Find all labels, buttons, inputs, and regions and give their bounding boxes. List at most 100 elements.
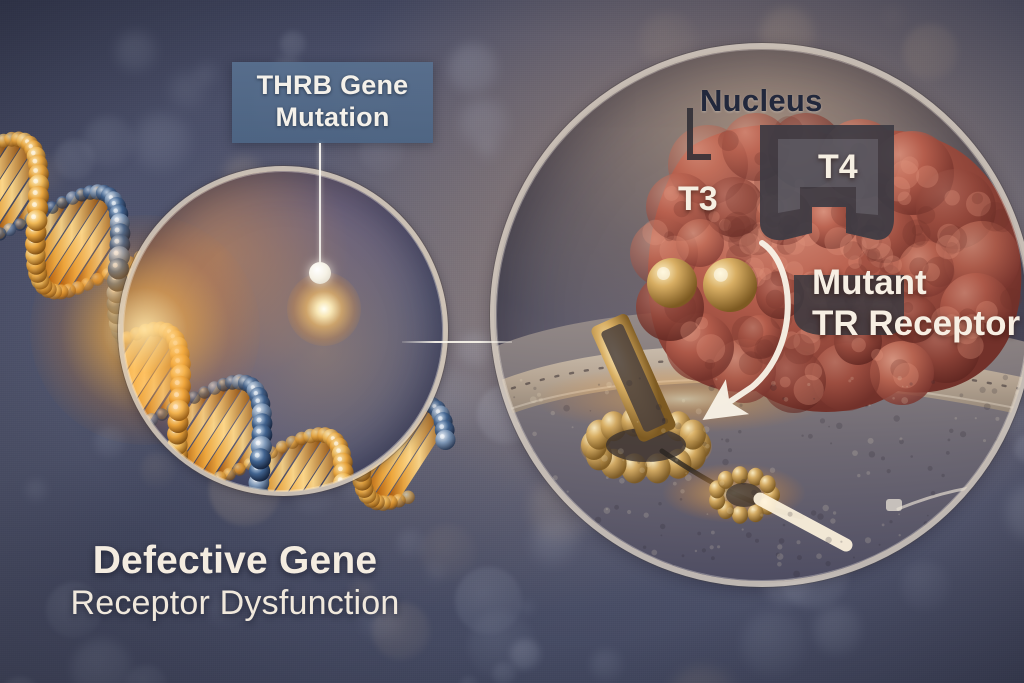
texture-speck (899, 439, 904, 445)
receptor-granule (765, 289, 785, 309)
dna-bead-highlight (112, 262, 118, 268)
texture-speck (909, 382, 913, 386)
dna-base-pair (361, 398, 433, 501)
dna-bead-highlight (111, 201, 116, 206)
texture-speck (983, 403, 991, 410)
receptor-granule (937, 223, 961, 247)
texture-speck (585, 569, 588, 572)
receptor-granule (955, 321, 979, 345)
texture-speck (755, 538, 759, 543)
texture-speck (722, 458, 729, 466)
receptor-granule (719, 218, 732, 231)
texture-speck (793, 570, 800, 578)
texture-speck (947, 438, 951, 442)
receptor-granule (759, 267, 772, 281)
receptor-granule (793, 374, 824, 405)
receptor-granule (718, 216, 745, 243)
texture-speck (523, 481, 529, 487)
receptor-granule (923, 256, 955, 288)
texture-speck (866, 471, 871, 475)
dna-base-pair (306, 366, 368, 455)
dna-base-pair (281, 345, 353, 450)
receptor-granule (680, 321, 701, 342)
dna-backbone-bead (249, 448, 271, 470)
receptor-granule (868, 243, 894, 268)
dna-backbone-bead (233, 462, 246, 476)
texture-speck (501, 395, 507, 401)
receptor-granule (938, 225, 968, 254)
texture-speck (770, 384, 777, 391)
texture-speck (548, 529, 551, 533)
hormone-sphere (647, 258, 697, 308)
ligand-binding-pockets (760, 125, 904, 335)
texture-speck (617, 448, 624, 455)
dna-bead-highlight (439, 424, 445, 430)
pore-rod (591, 314, 676, 442)
texture-speck (810, 510, 817, 516)
texture-speck (662, 418, 666, 421)
texture-speck (931, 380, 935, 384)
texture-speck (979, 386, 986, 393)
texture-speck (715, 378, 718, 381)
t3-binding-pocket (794, 275, 904, 335)
texture-speck (721, 438, 724, 441)
texture-speck (857, 473, 861, 478)
texture-speck (897, 546, 904, 552)
texture-speck (501, 542, 505, 545)
receptor-granule (659, 235, 689, 265)
texture-speck (906, 385, 908, 388)
dna-bead-highlight (357, 407, 363, 413)
texture-speck (739, 403, 743, 407)
texture-speck (639, 569, 643, 573)
texture-speck (825, 561, 831, 567)
texture-speck (970, 490, 976, 496)
texture-speck (893, 415, 900, 422)
receptor-granule (727, 215, 759, 247)
dna-backbone-bead (299, 354, 312, 368)
receptor-lobe (806, 197, 858, 249)
texture-speck (703, 426, 710, 433)
texture-speck (725, 438, 730, 443)
texture-speck (706, 513, 709, 515)
receptor-lobe (738, 315, 782, 359)
texture-speck (603, 507, 611, 514)
texture-speck (655, 404, 662, 410)
texture-speck (503, 513, 506, 516)
texture-speck (778, 538, 785, 544)
texture-speck (959, 393, 964, 398)
texture-speck (498, 560, 504, 566)
texture-speck (892, 397, 895, 400)
texture-speck (996, 442, 1002, 448)
texture-speck (679, 498, 683, 501)
dna-bead-highlight (195, 266, 201, 272)
dna-bead-highlight (194, 311, 200, 316)
receptor-granule (843, 241, 863, 260)
dna-bead-highlight (114, 227, 120, 233)
texture-speck (741, 528, 744, 531)
dna-base-pair (0, 133, 25, 179)
dna-base-pair (371, 403, 443, 508)
texture-speck (840, 540, 843, 543)
receptor-granule (695, 316, 708, 330)
receptor-granule (782, 331, 801, 350)
texture-speck (848, 379, 852, 383)
texture-speck (532, 488, 535, 491)
texture-speck (867, 437, 874, 444)
hormone-sphere-highlight (657, 267, 670, 280)
dna-bead-highlight (31, 150, 36, 156)
receptor-granule (779, 376, 791, 388)
texture-speck (960, 431, 967, 438)
texture-speck (532, 431, 537, 437)
texture-speck (801, 434, 804, 437)
texture-speck (636, 421, 639, 423)
texture-speck (752, 505, 758, 512)
texture-speck (945, 451, 950, 455)
callout-line-2: Mutation (275, 101, 390, 132)
dna-bead-highlight (33, 168, 39, 173)
texture-speck (822, 504, 829, 512)
dna-backbone-bead (376, 409, 390, 423)
dna-bead-highlight (357, 366, 362, 371)
receptor-granule (890, 160, 920, 190)
receptor-granule (883, 255, 902, 274)
